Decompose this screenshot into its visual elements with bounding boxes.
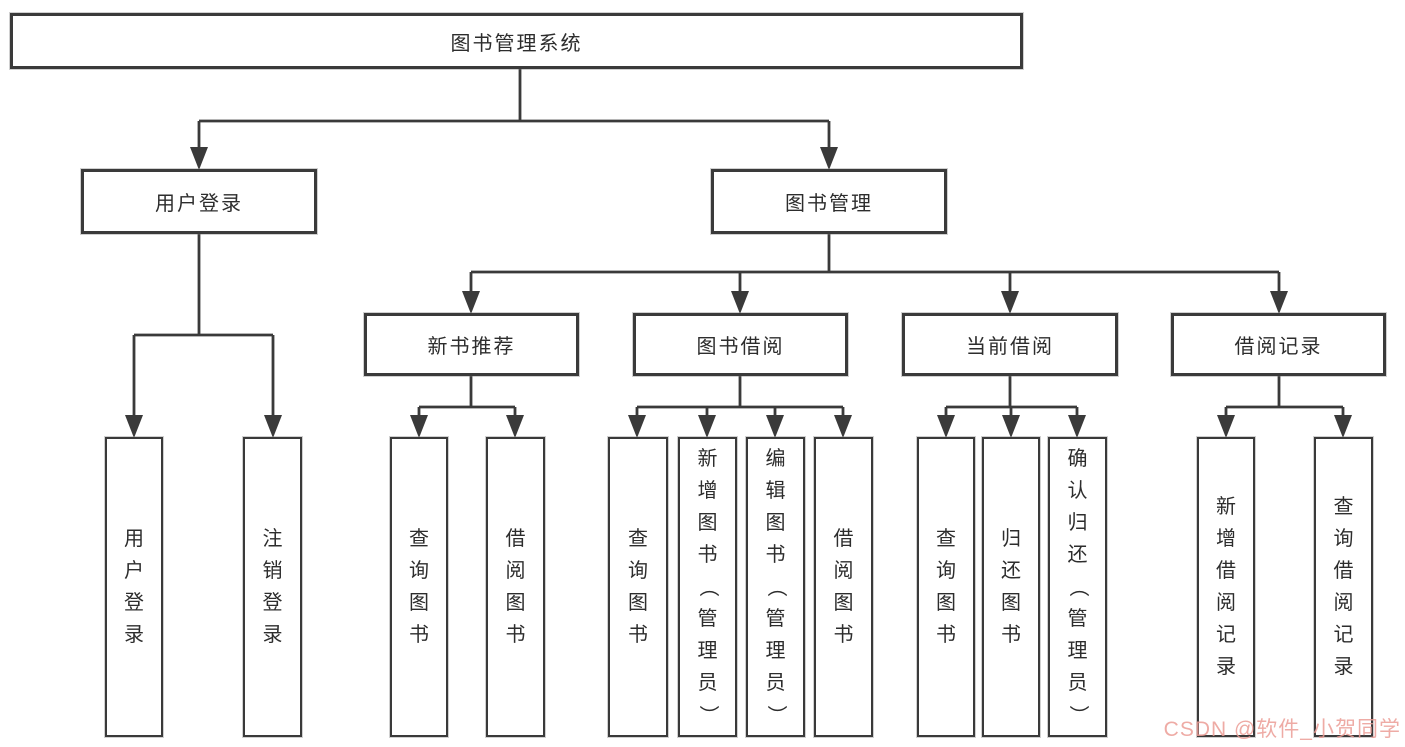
leaf-current-query-books: 查询图书 — [917, 437, 975, 737]
leaf-label: 新增借阅记录 — [1216, 496, 1236, 678]
csdn-watermark: CSDN @软件_小贺同学 — [1163, 718, 1401, 741]
node-label: 图书借阅 — [696, 336, 785, 358]
leaf-current-confirm-return-admin: 确认归还（管理员） — [1048, 437, 1107, 737]
leaf-label: 借阅图书 — [833, 528, 854, 646]
leaf-label: 借阅图书 — [505, 528, 526, 646]
node-label: 借阅记录 — [1234, 336, 1323, 358]
leaf-label: 编辑图书（管理员） — [764, 448, 787, 725]
leaf-label: 用户登录 — [124, 528, 144, 646]
leaf-records-add-record: 新增借阅记录 — [1197, 437, 1255, 737]
node-label: 图书管理系统 — [450, 32, 583, 55]
leaf-label: 查询图书 — [628, 528, 648, 646]
node-label: 用户登录 — [155, 193, 243, 215]
leaf-label: 查询图书 — [409, 528, 429, 646]
leaf-current-return-books: 归还图书 — [982, 437, 1040, 737]
arrowheads — [125, 147, 1352, 438]
leaf-recommend-borrow-books: 借阅图书 — [486, 437, 545, 737]
node-book-borrow: 图书借阅 — [633, 313, 848, 376]
leaf-borrow-borrow-books: 借阅图书 — [814, 437, 873, 737]
node-label: 图书管理 — [785, 193, 873, 215]
node-label: 当前借阅 — [966, 336, 1054, 358]
leaf-label: 查询图书 — [936, 528, 956, 646]
node-borrow-records: 借阅记录 — [1171, 313, 1386, 376]
leaf-borrow-add-books-admin: 新增图书（管理员） — [678, 437, 737, 737]
leaf-label: 确认归还（管理员） — [1066, 448, 1089, 725]
node-book-management: 图书管理 — [711, 169, 947, 234]
leaf-label: 查询借阅记录 — [1333, 496, 1354, 678]
node-current-borrow: 当前借阅 — [902, 313, 1118, 376]
leaf-label: 归还图书 — [1001, 528, 1021, 646]
node-library-system: 图书管理系统 — [10, 13, 1023, 69]
node-new-book-recommend: 新书推荐 — [364, 313, 579, 376]
leaf-borrow-edit-books-admin: 编辑图书（管理员） — [746, 437, 805, 737]
node-user-login: 用户登录 — [81, 169, 317, 234]
node-label: 新书推荐 — [427, 336, 516, 358]
leaf-label: 注销登录 — [262, 528, 283, 646]
leaf-user-login: 用户登录 — [105, 437, 163, 737]
leaf-label: 新增图书（管理员） — [696, 448, 719, 725]
leaf-borrow-query-books: 查询图书 — [608, 437, 668, 737]
leaf-logout-login: 注销登录 — [243, 437, 302, 737]
leaf-records-query-record: 查询借阅记录 — [1314, 437, 1373, 737]
leaf-recommend-query-books: 查询图书 — [390, 437, 448, 737]
